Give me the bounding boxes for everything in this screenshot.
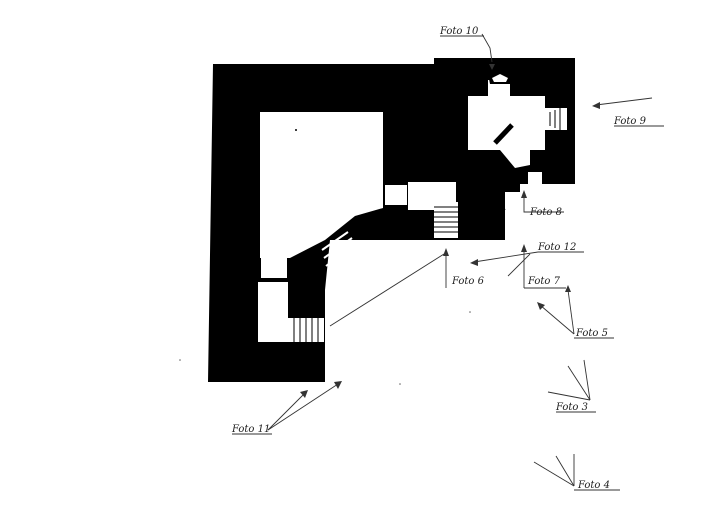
tower-alcove xyxy=(545,108,567,130)
label-foto4: Foto 4 xyxy=(577,480,610,491)
foto11-arrow-a xyxy=(267,393,305,431)
staircase-main xyxy=(434,202,458,238)
foto3-arrow-b xyxy=(567,365,591,401)
foto6-sightline xyxy=(329,253,445,327)
tower-room xyxy=(468,80,545,168)
label-foto11: Foto 11 xyxy=(231,424,270,435)
foto11-arrow-b xyxy=(267,383,339,431)
foto3-arrow-a xyxy=(547,391,591,401)
foto8-arrow xyxy=(523,196,564,213)
small-room-2 xyxy=(258,282,288,342)
foto12-arrow-b xyxy=(507,253,531,277)
main-hall-room xyxy=(260,112,383,258)
tower-details xyxy=(433,64,561,211)
tower-notch xyxy=(528,172,542,184)
label-foto12: Foto 12 xyxy=(537,242,576,253)
foto3-arrow-c xyxy=(583,359,591,401)
foto4-arrow-a xyxy=(533,461,575,487)
foto9-arrow xyxy=(595,97,653,106)
photo-labels: Foto 10 Foto 9 Foto 8 Foto 12 Foto 6 Fot… xyxy=(231,26,664,491)
foto5-arrow-b xyxy=(567,289,575,335)
foto4-arrow-b xyxy=(555,455,575,487)
small-room-1 xyxy=(261,256,287,278)
foto10-arrow xyxy=(481,33,493,63)
label-foto6: Foto 6 xyxy=(451,276,485,287)
label-foto9: Foto 9 xyxy=(613,116,647,127)
label-foto3: Foto 3 xyxy=(555,402,588,413)
foto5-arrow-a xyxy=(539,304,575,335)
label-foto5: Foto 5 xyxy=(575,328,608,339)
foto12-arrow-a xyxy=(473,251,539,263)
photo-arrows xyxy=(267,33,653,487)
label-foto8: Foto 8 xyxy=(529,207,562,218)
staircase-lower xyxy=(288,318,324,342)
staircase-diagonal xyxy=(321,231,361,275)
corridor-room-a xyxy=(385,185,407,205)
label-foto10: Foto 10 xyxy=(439,26,479,37)
label-foto7: Foto 7 xyxy=(527,276,561,287)
